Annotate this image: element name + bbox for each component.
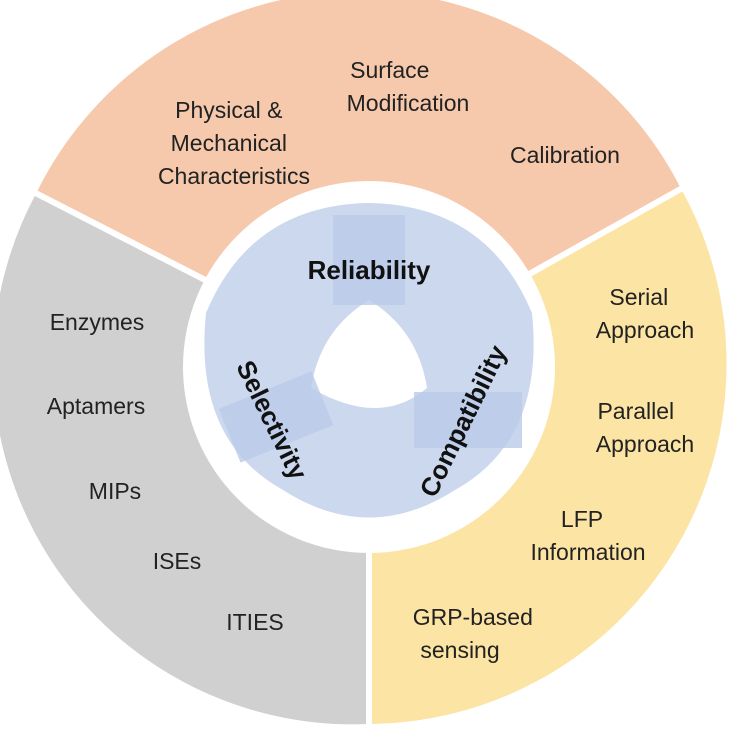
physical-mechanical-characteristics-label: Physical & Mechanical Characteristics <box>158 97 310 189</box>
enzymes-label: Enzymes <box>50 309 145 335</box>
serial-approach-label: Serial Approach <box>596 284 694 343</box>
reliability-core-overlay <box>333 215 405 305</box>
ises-label: ISEs <box>153 548 202 574</box>
selectivity-core-overlay <box>218 371 334 463</box>
lfp-information-label: LFP Information <box>530 506 645 565</box>
mips-label: MIPs <box>89 478 141 504</box>
parallel-approach-label: Parallel Approach <box>596 398 694 457</box>
reliability-title: Reliability <box>308 255 431 285</box>
compatibility-core-overlay <box>414 392 522 448</box>
calibration-label: Calibration <box>510 142 620 168</box>
surface-modification-label: Surface Modification <box>347 57 470 116</box>
grp-based-sensing-label: GRP-based sensing <box>413 604 540 663</box>
aptamers-label: Aptamers <box>47 393 145 419</box>
ities-label: ITIES <box>226 609 284 635</box>
